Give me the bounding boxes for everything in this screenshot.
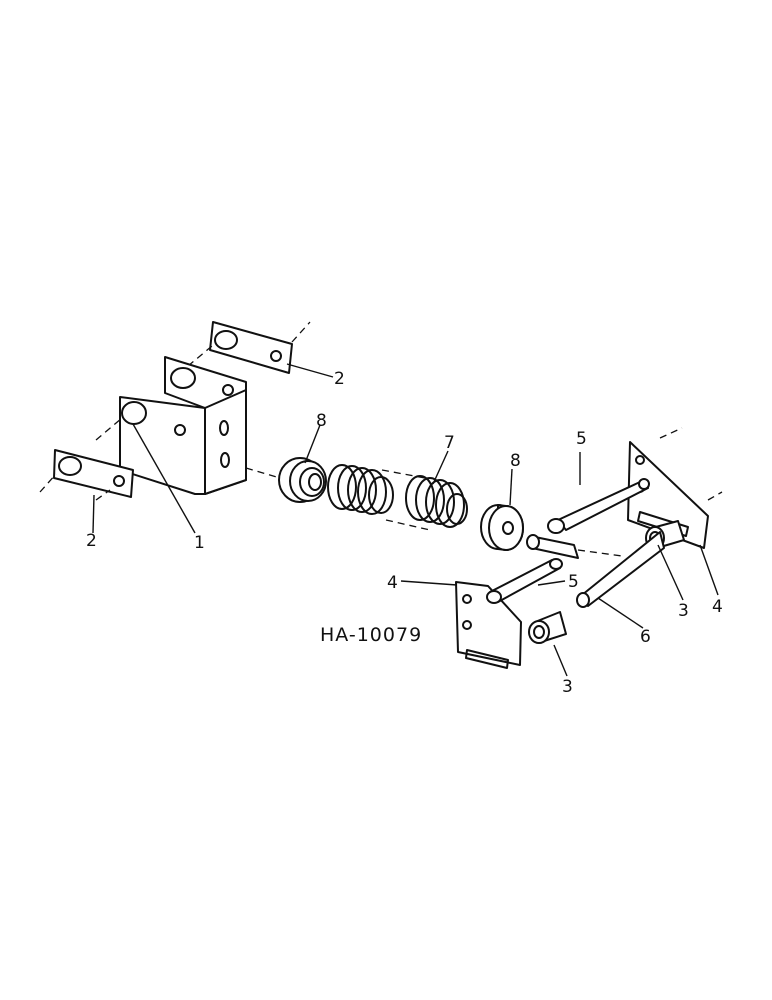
plate-lower bbox=[39, 417, 134, 501]
bushing-left bbox=[278, 457, 327, 503]
drawing-number: HA-10079 bbox=[320, 624, 422, 646]
callout-7: 7 bbox=[444, 433, 455, 453]
callout-2-upper: 2 bbox=[334, 369, 345, 389]
rod-center bbox=[526, 534, 623, 559]
callout-4-front: 4 bbox=[387, 573, 398, 593]
roller-front bbox=[528, 611, 567, 644]
side-plate-front bbox=[455, 581, 522, 669]
callout-3-rear: 3 bbox=[678, 601, 689, 621]
callout-1: 1 bbox=[194, 533, 205, 553]
side-plate-rear bbox=[627, 427, 723, 549]
callout-2-lower: 2 bbox=[86, 531, 97, 551]
shaft bbox=[576, 531, 665, 608]
rod-upper-rear bbox=[547, 478, 650, 534]
callout-4-rear: 4 bbox=[712, 597, 723, 617]
plate-upper bbox=[187, 321, 311, 374]
callout-8-right: 8 bbox=[510, 451, 521, 471]
callout-6: 6 bbox=[640, 627, 651, 647]
callout-8-left: 8 bbox=[316, 411, 327, 431]
leader-lines bbox=[92, 363, 719, 677]
callout-5-upper: 5 bbox=[576, 429, 587, 449]
callouts: 2 1 2 8 7 8 5 5 4 4 3 6 3 bbox=[86, 369, 723, 697]
callout-5-lower: 5 bbox=[568, 572, 579, 592]
callout-3-front: 3 bbox=[562, 677, 573, 697]
u-bracket bbox=[119, 356, 281, 495]
washer-right bbox=[480, 504, 524, 551]
rod-front bbox=[486, 558, 563, 604]
spring bbox=[327, 464, 468, 531]
